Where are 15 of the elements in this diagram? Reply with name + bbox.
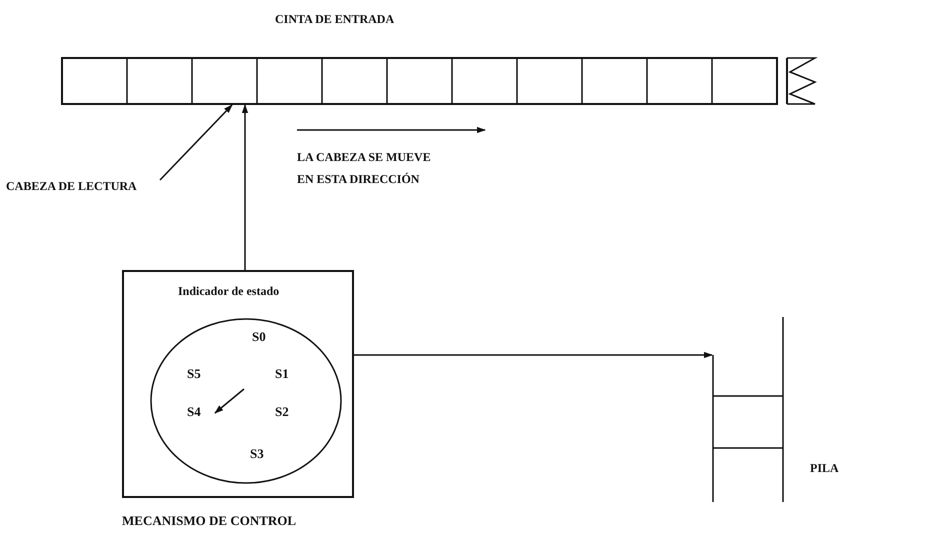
state-label: S3 [250,446,264,461]
control-caption: MECANISMO DE CONTROL [122,513,296,528]
state-label: S0 [252,329,266,344]
direction-note: LA CABEZA SE MUEVE EN ESTA DIRECCIÓN [297,149,432,188]
state-label: S4 [187,404,201,419]
arrow [159,104,233,181]
stack-label: PILA [810,461,839,476]
tape-title: CINTA DE ENTRADA [275,12,394,27]
arrow [242,104,248,270]
state-label: S5 [187,366,201,381]
state-label: S2 [275,404,289,419]
state-indicator-heading: Indicador de estado [178,284,280,299]
state-label: S1 [275,366,289,381]
read-head-label: CABEZA DE LECTURA [6,179,137,194]
arrow [354,352,713,358]
